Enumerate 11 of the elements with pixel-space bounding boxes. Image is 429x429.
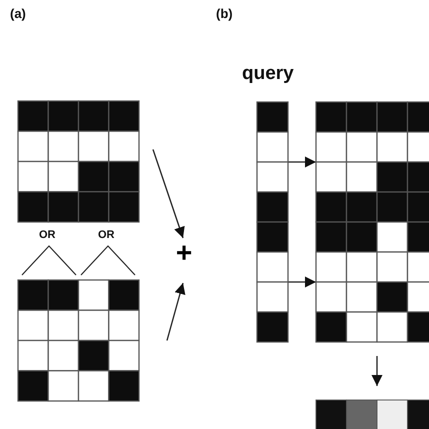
panel-label: (a) (10, 6, 26, 21)
query-label: query (242, 63, 294, 85)
or-label: OR (98, 229, 114, 241)
arrow (166, 282, 186, 341)
arrow (372, 356, 382, 386)
or-label: OR (39, 229, 56, 241)
arrow (288, 276, 316, 288)
arrow (152, 149, 185, 238)
plus-sign: + (174, 240, 194, 266)
panel-label: (b) (216, 6, 233, 21)
arrow (288, 156, 316, 168)
